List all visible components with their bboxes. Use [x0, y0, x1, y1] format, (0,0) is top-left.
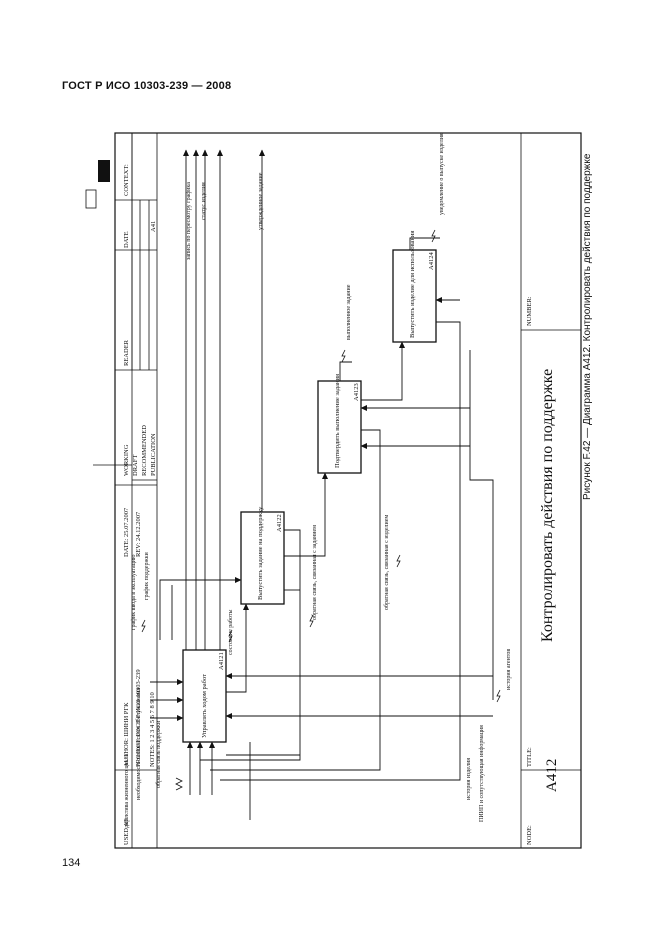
label-product-feedback: обратная связь, связанная с изделием [383, 515, 390, 610]
box-a4124-name: Выпустить изделие для использования [409, 231, 416, 338]
label-product-history: история изделия [466, 758, 472, 800]
label-product-status: статус изделия [201, 182, 207, 220]
node-value: A412 [544, 759, 560, 792]
label-maintenance-need: необходимость технического обслуживания [135, 688, 142, 800]
label-lifecycle-directive: директива жизненного цикла [124, 753, 130, 828]
label-support-schedule: график поддержки [143, 551, 150, 600]
context-node: A41 [150, 221, 157, 232]
context-label: CONTEXT: [123, 164, 130, 196]
box-a4122-id: A4122 [276, 514, 283, 532]
activity-box-a4123 [317, 380, 362, 474]
box-a4123-id: A4123 [353, 383, 360, 401]
document-header: ГОСТ Р ИСО 10303-239 — 2008 [62, 80, 232, 92]
diagram-title: Контролировать действия по поддержке [539, 369, 556, 642]
connector-arrows [150, 149, 494, 820]
label-approved-task: утвержденное задание [258, 172, 264, 230]
box-a4121-id: A4121 [218, 652, 225, 670]
node-label: NODE: [526, 825, 533, 845]
date-column-label: DATE [123, 231, 130, 248]
draft-label: DRAFT [132, 455, 139, 476]
label-work-status: состояние работы [227, 609, 234, 655]
label-completed-task: выполненное задание [346, 284, 352, 340]
box-a4121-name: Управлять ходом работ [201, 674, 208, 738]
label-schedule-revision: запись по пересмотру графика [185, 182, 192, 260]
title-label: TITLE: [526, 747, 533, 767]
sheet-frame [114, 132, 582, 849]
label-piip-info: ПИИП и сопутствующая информация [478, 725, 485, 822]
activity-box-a4121 [182, 649, 227, 743]
number-label: NUMBER: [526, 296, 533, 326]
box-a4122-name: Выпустить задание на поддержку [257, 506, 264, 600]
rev-field: REV: 24.12.2007 [135, 511, 142, 557]
page-number: 134 [62, 857, 81, 869]
recommended-label: RECOMMENDED [141, 425, 148, 476]
box-a4124-id: A4124 [428, 252, 435, 270]
publication-label: PUBLICATION [150, 433, 157, 476]
context-marker-empty [85, 189, 97, 209]
context-marker-filled [98, 160, 110, 182]
notes-field: NOTES: 1 2 3 4 5 6 7 8 9 10 [149, 692, 156, 767]
squiggle-marks [141, 229, 501, 791]
date-field: DATE: 25.07.2007 [123, 507, 130, 557]
activity-box-a4122 [240, 511, 285, 605]
reader-label: READER [123, 339, 130, 366]
used-at-label: USED AT: [123, 817, 130, 845]
title-block-grid [520, 133, 581, 848]
project-field: PROJECT: ГОСТ Р ИСО 10303-239 [135, 669, 142, 767]
header-form-grid [93, 133, 158, 848]
activity-box-a4124 [392, 249, 437, 343]
working-label: WORKING [123, 444, 130, 476]
label-commissioning-schedule: график ввода в эксплуатацию [130, 554, 137, 630]
label-support-feedback: обратная связь поддержки [155, 720, 162, 788]
author-field: AUTHOR: ШИНИ РГК [123, 702, 130, 767]
box-a4123-name: Подтвердить выполнение задания [334, 374, 341, 468]
label-agent-history: история агентов [506, 649, 512, 690]
label-task-feedback: обратная связь, связанная с заданием [311, 525, 318, 620]
label-release-notice: уведомление о выпуске изделия [439, 133, 445, 215]
figure-caption: Рисунок F.42 — Диаграмма А412. Контролир… [582, 153, 593, 500]
